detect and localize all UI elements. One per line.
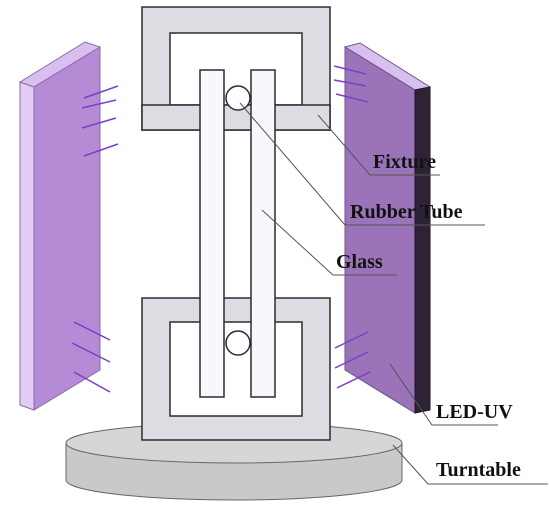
label-turntable: Turntable (436, 459, 521, 481)
led-uv-panel-right (343, 42, 432, 414)
rubber-tubes (225, 85, 251, 356)
fixture-lower (141, 297, 331, 441)
led-uv-panel-left (18, 41, 102, 411)
uv-rays-left (71, 85, 119, 393)
fixture-upper (141, 6, 331, 131)
label-rubber-tube: Rubber Tube (350, 201, 463, 223)
uv-rays-right (333, 65, 371, 389)
label-led-uv: LED-UV (436, 401, 513, 423)
leader-lines (239, 102, 548, 485)
label-glass: Glass (336, 251, 383, 273)
label-fixture: Fixture (373, 151, 436, 173)
glass-plates (199, 69, 276, 398)
